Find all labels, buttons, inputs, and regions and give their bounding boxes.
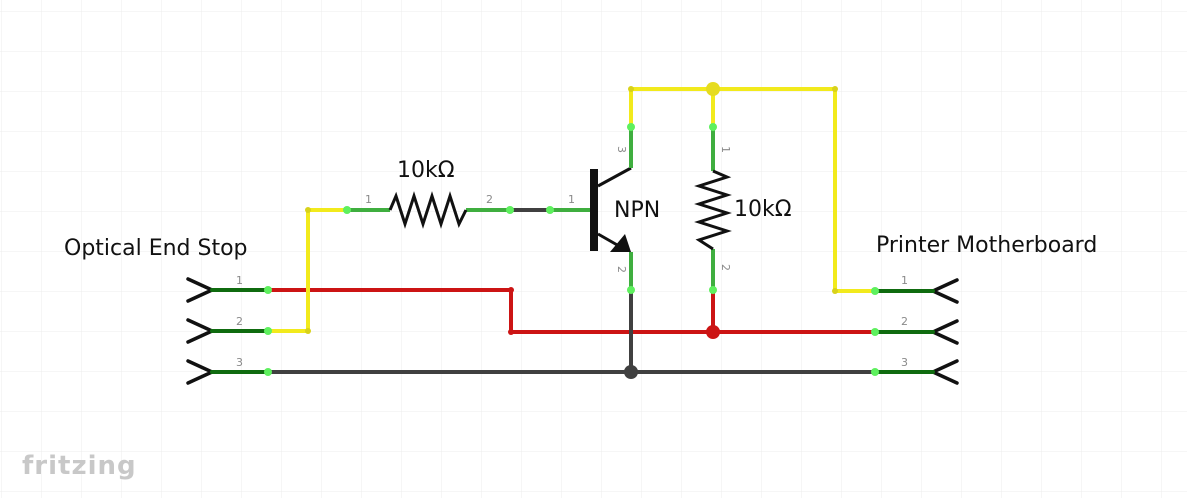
bend-point — [305, 328, 311, 334]
junction-supply — [706, 82, 720, 96]
connector-printer-motherboard[interactable]: Printer Motherboard 1 2 3 — [871, 233, 1097, 385]
resistor-pullup[interactable]: 10kΩ 1 2 — [694, 123, 792, 294]
connector-optical-end-stop[interactable]: Optical End Stop 1 2 3 — [64, 236, 272, 385]
bend-point — [508, 329, 514, 335]
pin-end-glow — [871, 368, 879, 376]
pin-end-glow — [627, 123, 635, 131]
right-pin-number-3: 3 — [901, 356, 908, 369]
bend-point — [628, 86, 634, 92]
bend-point — [508, 287, 514, 293]
pin-end-glow — [709, 123, 717, 131]
right-connector-label: Printer Motherboard — [876, 233, 1097, 258]
resistor-series-pin-number-2: 2 — [486, 193, 493, 206]
transistor-emitter-arrow — [610, 234, 631, 252]
resistor-series-body — [388, 191, 468, 229]
pin-end-glow — [871, 328, 879, 336]
resistor-pullup-body — [694, 169, 732, 251]
right-pin-number-2: 2 — [901, 315, 908, 328]
right-pin-number-1: 1 — [901, 274, 908, 287]
resistor-series[interactable]: 10kΩ 1 2 — [343, 158, 514, 229]
transistor-label: NPN — [614, 198, 660, 223]
pin-end-glow — [343, 206, 351, 214]
resistor-pullup-pin-number-1: 1 — [719, 146, 732, 153]
left-pin-number-2: 2 — [236, 315, 243, 328]
pin-end-glow — [506, 206, 514, 214]
bend-point — [305, 207, 311, 213]
pin-end-glow — [627, 286, 635, 294]
resistor-pullup-value: 10kΩ — [734, 197, 792, 222]
pin-end-glow — [709, 286, 717, 294]
transistor-base-pin-number: 1 — [568, 193, 575, 206]
pin-end-glow — [871, 287, 879, 295]
left-pin-number-3: 3 — [236, 356, 243, 369]
transistor-emitter-lead — [597, 232, 620, 248]
junction-signal — [706, 325, 720, 339]
transistor-base-bar — [590, 169, 598, 251]
transistor-collector-pin-number: 3 — [615, 146, 628, 153]
pin-end-glow — [264, 368, 272, 376]
resistor-pullup-pin-number-2: 2 — [719, 264, 732, 271]
transistor-emitter-pin-number: 2 — [615, 266, 628, 273]
left-pin-number-1: 1 — [236, 274, 243, 287]
wire-red-signal[interactable] — [266, 288, 877, 334]
npn-transistor[interactable]: NPN 1 3 2 — [546, 123, 660, 294]
wire-yellow-supply-left[interactable] — [266, 208, 349, 333]
resistor-series-pin-number-1: 1 — [365, 193, 372, 206]
fritzing-logo: fritzing — [22, 451, 137, 481]
bend-point — [832, 86, 838, 92]
left-connector-label: Optical End Stop — [64, 236, 248, 261]
pin-end-glow — [264, 286, 272, 294]
resistor-series-value: 10kΩ — [397, 158, 455, 183]
pin-end-glow — [264, 327, 272, 335]
bend-point — [832, 288, 838, 294]
pin-end-glow — [546, 206, 554, 214]
junction-ground — [624, 365, 638, 379]
transistor-collector-lead — [597, 166, 632, 188]
